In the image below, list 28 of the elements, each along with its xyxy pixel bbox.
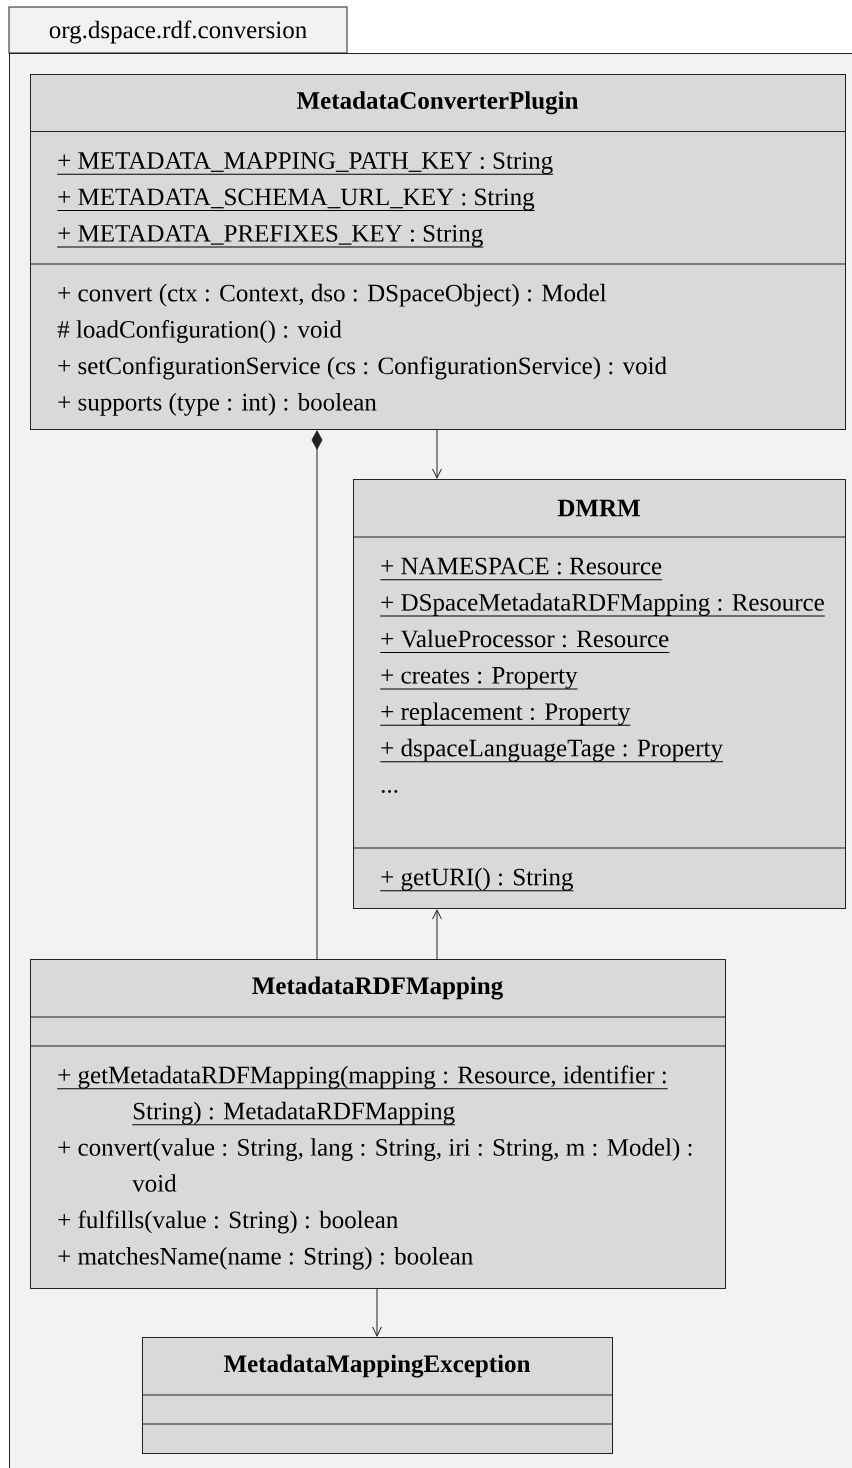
attribute: + dspaceLanguageTage : Property [379, 738, 724, 763]
attribute: + METADATA_PREFIXES_KEY : String [56, 224, 484, 248]
method: + convert(value : String, lang : String, iri : String, m : Model) : void [58, 1138, 692, 1192]
method: + supports (type : int) : boolean [58, 393, 377, 416]
association-arrow [372, 1288, 382, 1337]
association-arrow [432, 429, 442, 479]
method: + setConfigurationService (cs : ConfigurationService) : void [58, 356, 667, 380]
method: # loadConfiguration() : void [57, 320, 342, 343]
method: + fulfills(value : String) : boolean [58, 1210, 398, 1234]
package-name: org.dspace.rdf.conversion [49, 20, 307, 44]
association-arrow [432, 909, 442, 960]
attribute: + METADATA_MAPPING_PATH_KEY : String [56, 152, 554, 175]
class-name: MetadataMappingException [223, 1354, 531, 1378]
attribute: + METADATA_SCHEMA_URL_KEY : String [56, 188, 536, 212]
attribute: ... [381, 790, 398, 793]
method: + convert (ctx : Context, dso : DSpaceObject) : Model [58, 283, 607, 307]
class-name: MetadataConverterPlugin [297, 91, 579, 115]
attribute: + NAMESPACE : Resource [379, 557, 663, 581]
attribute: + ValueProcessor : Resource [379, 629, 670, 653]
attribute: + replacement : Property [379, 702, 631, 726]
composition-line [311, 430, 323, 960]
method: + getMetadataRDFMapping(mapping : Resource, identifier : String) : MetadataRDFMapping [56, 1065, 669, 1126]
attribute: + creates : Property [379, 667, 579, 690]
class-name: DMRM [557, 499, 640, 517]
class-name: MetadataRDFMapping [252, 976, 503, 1000]
method: + matchesName(name : String) : boolean [58, 1247, 473, 1270]
method: + getURI() : String [379, 867, 574, 892]
attribute: + DSpaceMetadataRDFMapping : Resource [379, 593, 826, 617]
